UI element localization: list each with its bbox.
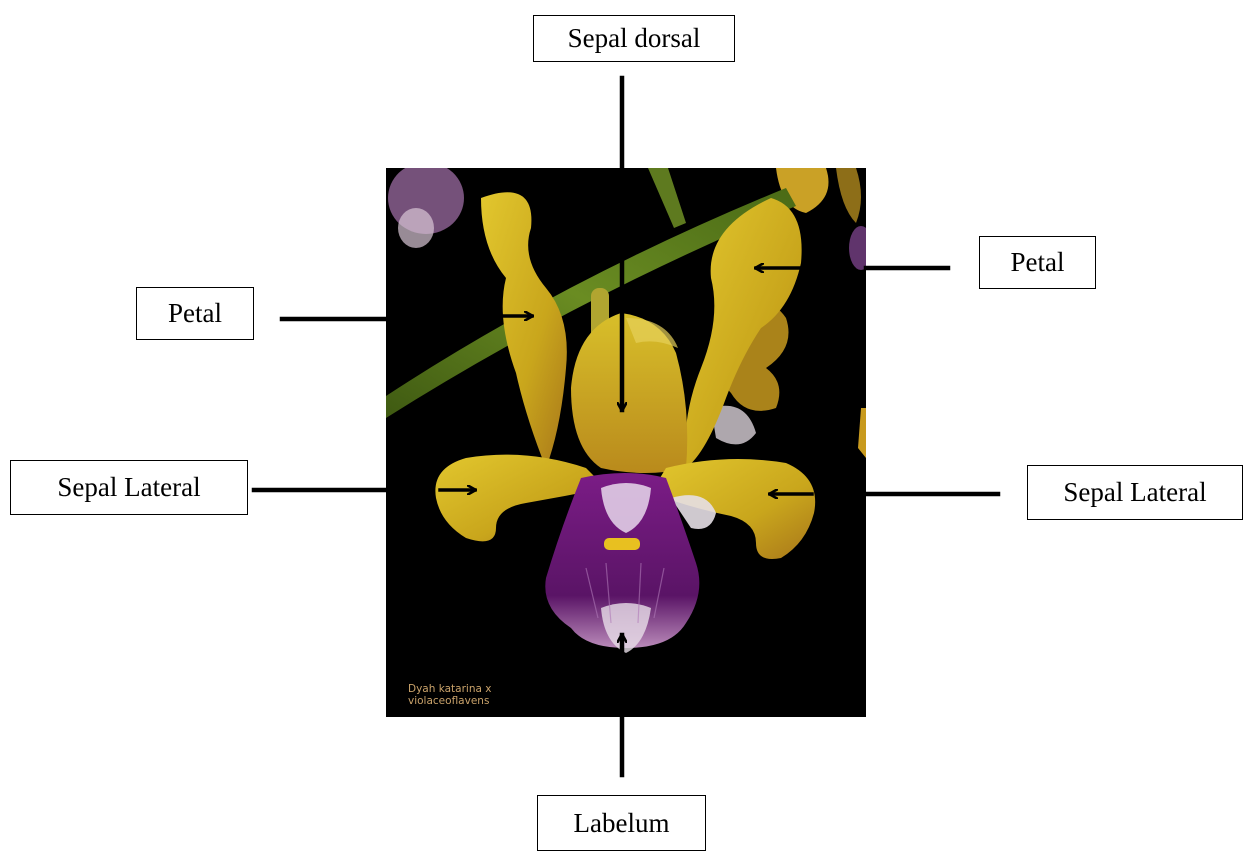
leader-lines [0, 0, 1246, 845]
